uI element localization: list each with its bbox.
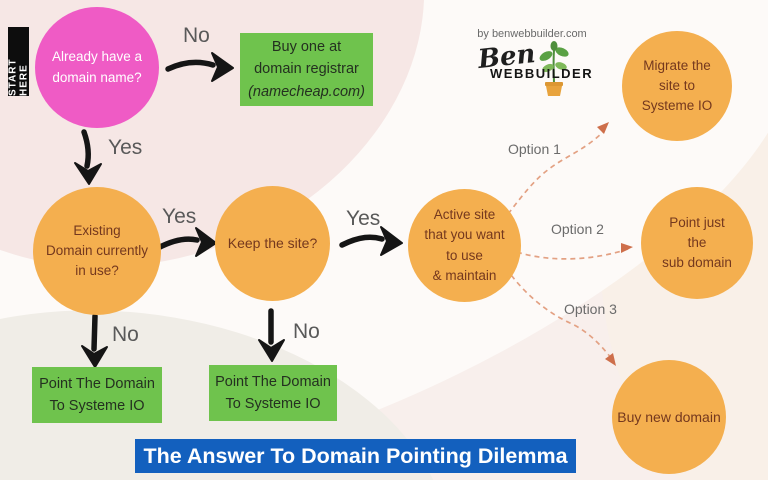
node-point-subdomain: Point just the sub domain	[641, 187, 753, 299]
node-line: Domain currently	[45, 242, 149, 258]
node-line: (namecheap.com)	[248, 83, 365, 100]
node-line: domain name?	[52, 69, 142, 85]
node-point-domain-2: Point The Domain To Systeme IO	[209, 365, 337, 421]
node-line: & maintain	[432, 267, 497, 283]
node-keep-the-site: Keep the site?	[215, 186, 330, 301]
node-line: Point The Domain	[215, 373, 331, 390]
plant-in-pot-icon	[536, 40, 572, 101]
title-banner: The Answer To Domain Pointing Dilemma	[135, 439, 576, 473]
node-line: Already have a	[51, 49, 143, 65]
option-1-label: Option 1	[508, 141, 561, 157]
node-line: Point The Domain	[39, 375, 155, 392]
node-line: Point just	[669, 214, 725, 230]
node-line: site to	[658, 77, 696, 93]
node-line: Systeme IO	[641, 98, 713, 114]
edge-label-no-left: No	[112, 323, 139, 346]
option-3-label: Option 3	[564, 301, 617, 317]
branding-byline: by benwebbuilder.com	[477, 28, 587, 40]
edge-label-yes-right: Yes	[346, 207, 381, 230]
node-line: domain registrar	[254, 61, 359, 78]
start-here-tag: START HERE	[8, 27, 30, 96]
node-line: Migrate the	[643, 57, 711, 73]
node-line: Active site	[433, 207, 496, 222]
node-line: that you want	[424, 227, 505, 243]
node-line: Keep the site?	[227, 235, 318, 251]
node-line: sub domain	[662, 255, 732, 271]
edge-label-yes-down: Yes	[108, 136, 143, 159]
node-line: Buy new domain	[617, 408, 721, 425]
node-line: in use?	[75, 263, 119, 279]
node-line: to use	[446, 247, 483, 263]
node-active-site: Active site that you want to use & maint…	[408, 189, 521, 302]
node-line: To Systeme IO	[225, 396, 321, 412]
node-point-domain-1: Point The Domain To Systeme IO	[32, 367, 162, 423]
node-line: Buy one at	[271, 38, 342, 55]
edge-label-no-top: No	[183, 24, 210, 47]
node-existing-domain: Existing Domain currently in use?	[33, 187, 161, 315]
option-2-label: Option 2	[551, 221, 604, 237]
logo-caps-text: WEBBUILDER	[490, 66, 594, 81]
edge-label-no-mid: No	[293, 320, 320, 343]
node-line: Existing	[73, 222, 121, 238]
node-already-have-domain: Already have a domain name?	[35, 7, 159, 128]
node-buy-new-domain: Buy new domain	[612, 360, 726, 474]
node-line: To Systeme IO	[49, 398, 145, 414]
node-buy-registrar: Buy one at domain registrar (namecheap.c…	[240, 33, 373, 106]
edge-label-yes-mid: Yes	[162, 205, 197, 228]
node-line: the	[687, 234, 707, 250]
node-migrate-site: Migrate the site to Systeme IO	[622, 31, 732, 141]
